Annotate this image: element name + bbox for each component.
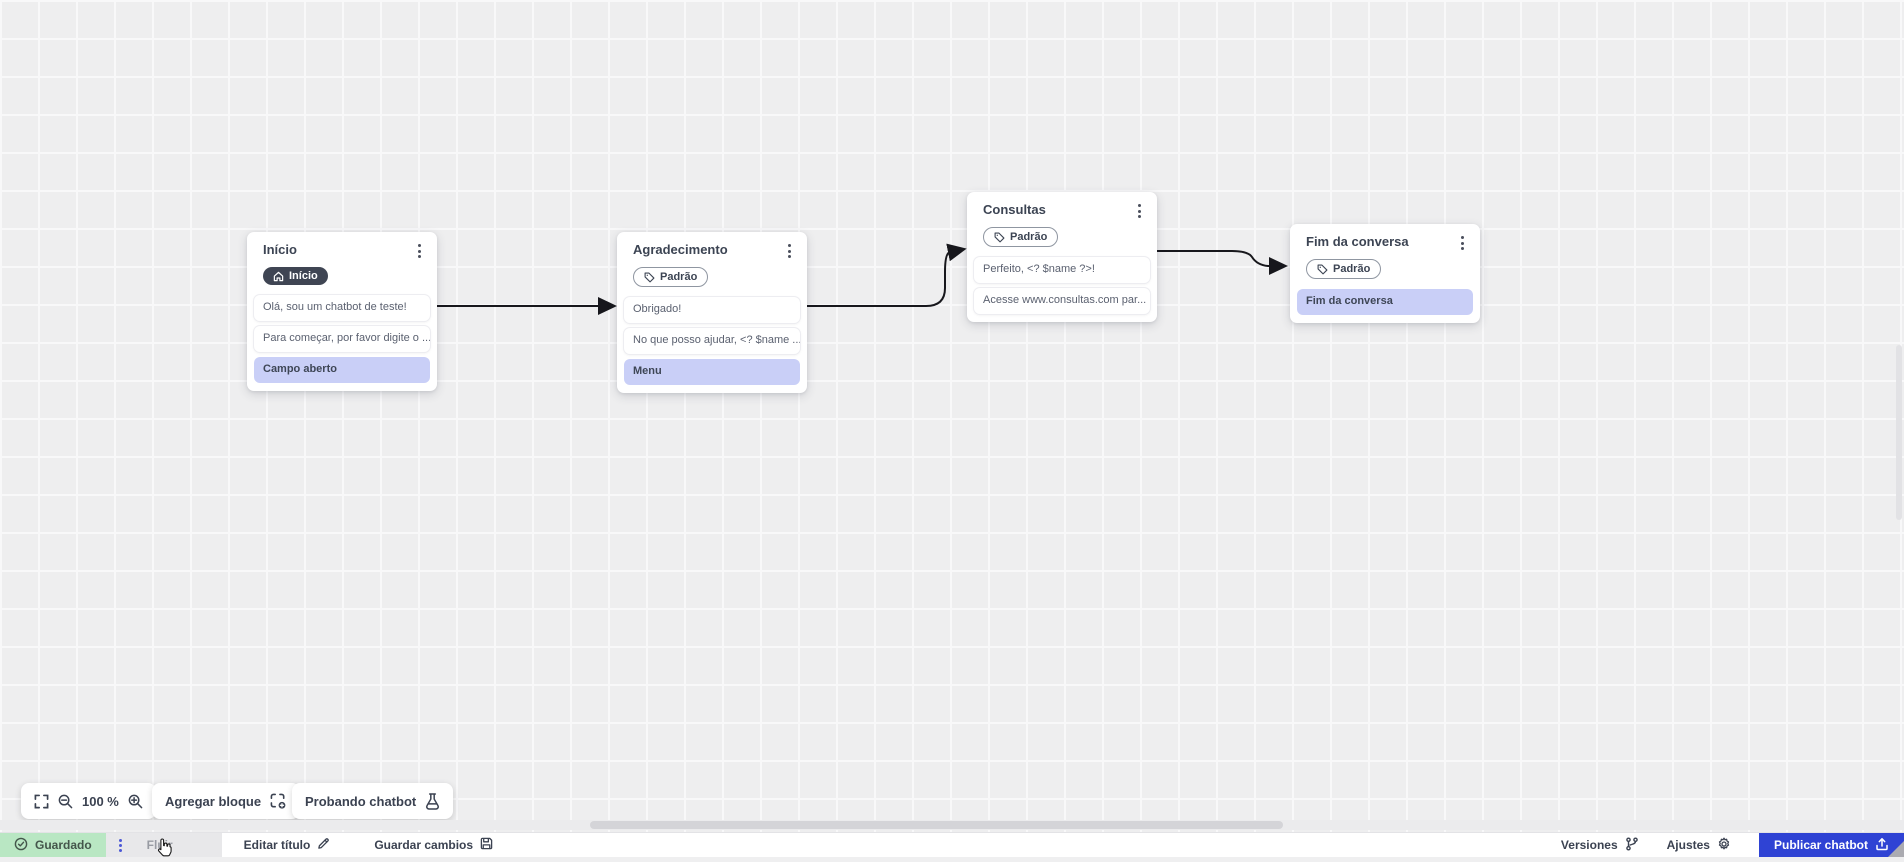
flow-tab-kebab-icon[interactable] xyxy=(116,837,125,854)
add-block-button[interactable]: Agregar bloque xyxy=(152,783,301,819)
node-row-action[interactable]: Fim da conversa xyxy=(1297,289,1473,315)
node-row-action[interactable]: Campo aberto xyxy=(254,357,430,383)
node-menu-kebab-icon[interactable] xyxy=(785,242,794,260)
settings-label: Ajustes xyxy=(1666,838,1710,852)
node-title: Início xyxy=(263,242,297,257)
node-title: Consultas xyxy=(983,202,1046,217)
flow-tab-label: Fluir xyxy=(146,838,173,852)
node-title: Agradecimento xyxy=(633,242,728,257)
node-type-badge[interactable]: Início xyxy=(263,267,328,285)
test-chatbot-button[interactable]: Probando chatbot xyxy=(292,783,454,819)
add-block-icon xyxy=(270,793,287,810)
flask-icon xyxy=(425,792,440,810)
edit-title-button[interactable]: Editar título xyxy=(230,833,345,857)
node-row-message[interactable]: No que posso ajudar, <? $name ... xyxy=(624,328,800,354)
zoom-toolbar: 100 % xyxy=(21,783,156,819)
node-type-badge[interactable]: Padrão xyxy=(1306,259,1382,279)
node-type-badge[interactable]: Padrão xyxy=(983,227,1059,247)
gear-icon xyxy=(1717,837,1731,854)
versions-label: Versiones xyxy=(1560,838,1618,852)
node-row-message[interactable]: Obrigado! xyxy=(624,297,800,323)
node-title: Fim da conversa xyxy=(1306,234,1409,249)
window-resize-grip[interactable] xyxy=(1888,841,1904,857)
node-type-badge[interactable]: Padrão xyxy=(633,267,709,287)
node-badge-label: Início xyxy=(289,270,318,282)
node-row-action[interactable]: Menu xyxy=(624,359,800,385)
save-icon xyxy=(480,837,493,853)
publish-chatbot-button[interactable]: Publicar chatbot xyxy=(1758,833,1904,857)
node-menu-kebab-icon[interactable] xyxy=(1135,202,1144,220)
save-changes-label: Guardar cambios xyxy=(374,838,474,852)
vertical-scrollbar-thumb[interactable] xyxy=(1896,345,1902,520)
add-block-label: Agregar bloque xyxy=(165,793,262,809)
node-row-message[interactable]: Para começar, por favor digite o ... xyxy=(254,326,430,352)
node-badge-label: Padrão xyxy=(660,271,698,283)
publish-label: Publicar chatbot xyxy=(1773,838,1868,852)
node-row-message[interactable]: Olá, sou um chatbot de teste! xyxy=(254,295,430,321)
edge-agradecimento-to-consultas xyxy=(807,243,967,307)
edge-consultas-to-fim xyxy=(1157,250,1288,275)
statusbar-spacer xyxy=(507,833,1547,857)
zoom-in-icon[interactable] xyxy=(128,794,143,809)
settings-button[interactable]: Ajustes xyxy=(1653,833,1745,857)
node-row-message[interactable]: Acesse www.consultas.com par... xyxy=(974,288,1150,314)
fit-screen-icon[interactable] xyxy=(34,794,49,809)
upload-icon xyxy=(1875,837,1889,854)
saved-status-badge: Guardado xyxy=(0,833,106,857)
versions-button[interactable]: Versiones xyxy=(1547,833,1653,857)
branch-icon xyxy=(1625,836,1639,854)
saved-status-label: Guardado xyxy=(35,838,92,852)
node-row-message[interactable]: Perfeito, <? $name ?>! xyxy=(974,257,1150,283)
pencil-icon xyxy=(317,837,330,853)
node-menu-kebab-icon[interactable] xyxy=(1458,234,1467,252)
tab-flow[interactable]: Fluir xyxy=(105,833,222,857)
status-bar: Guardado Fluir Editar título Guardar cam… xyxy=(0,832,1904,857)
edit-title-label: Editar título xyxy=(243,838,311,852)
horizontal-scrollbar-thumb[interactable] xyxy=(590,821,1283,829)
node-badge-label: Padrão xyxy=(1333,263,1371,275)
zoom-level-value: 100 % xyxy=(82,793,119,809)
test-chatbot-label: Probando chatbot xyxy=(305,793,417,809)
node-badge-label: Padrão xyxy=(1010,231,1048,243)
node-menu-kebab-icon[interactable] xyxy=(415,242,424,260)
check-circle-icon xyxy=(14,837,28,854)
save-changes-button[interactable]: Guardar cambios xyxy=(360,833,507,857)
zoom-out-icon[interactable] xyxy=(58,794,73,809)
